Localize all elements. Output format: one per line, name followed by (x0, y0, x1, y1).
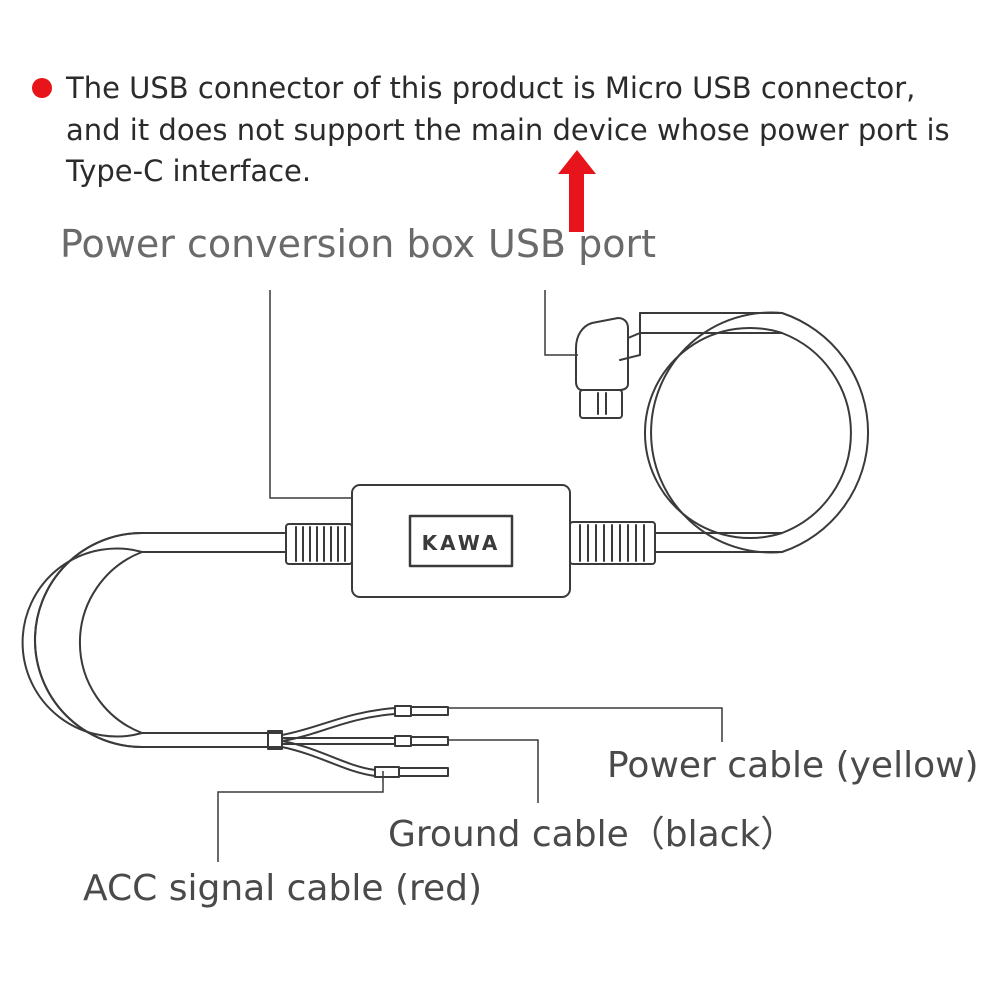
usb-side-cable (639, 311, 870, 554)
label-usb-port: USB port (488, 222, 656, 266)
label-ground-cable: Ground cable（black） (388, 814, 797, 855)
label-power-conversion-box: Power conversion box (60, 222, 476, 266)
leader-line-power (448, 707, 723, 742)
three-wire-split (281, 707, 396, 777)
red-arrow-icon (558, 150, 596, 232)
wire-tips (374, 705, 449, 778)
label-acc-signal-cable: ACC signal cable (red) (83, 868, 483, 909)
note-text: The USB connector of this product is Mic… (66, 71, 950, 188)
label-power-cable: Power cable (yellow) (607, 745, 979, 786)
leader-line-usb (544, 290, 578, 356)
power-side-cable (21, 532, 287, 750)
leader-line-acc (217, 771, 384, 862)
brand-logo: KAWA (422, 531, 501, 555)
micro-usb-connector (575, 312, 641, 419)
leader-line-ground (448, 739, 539, 803)
power-conversion-box (285, 484, 656, 598)
red-bullet-icon (32, 78, 52, 98)
leader-line-box (269, 290, 352, 499)
